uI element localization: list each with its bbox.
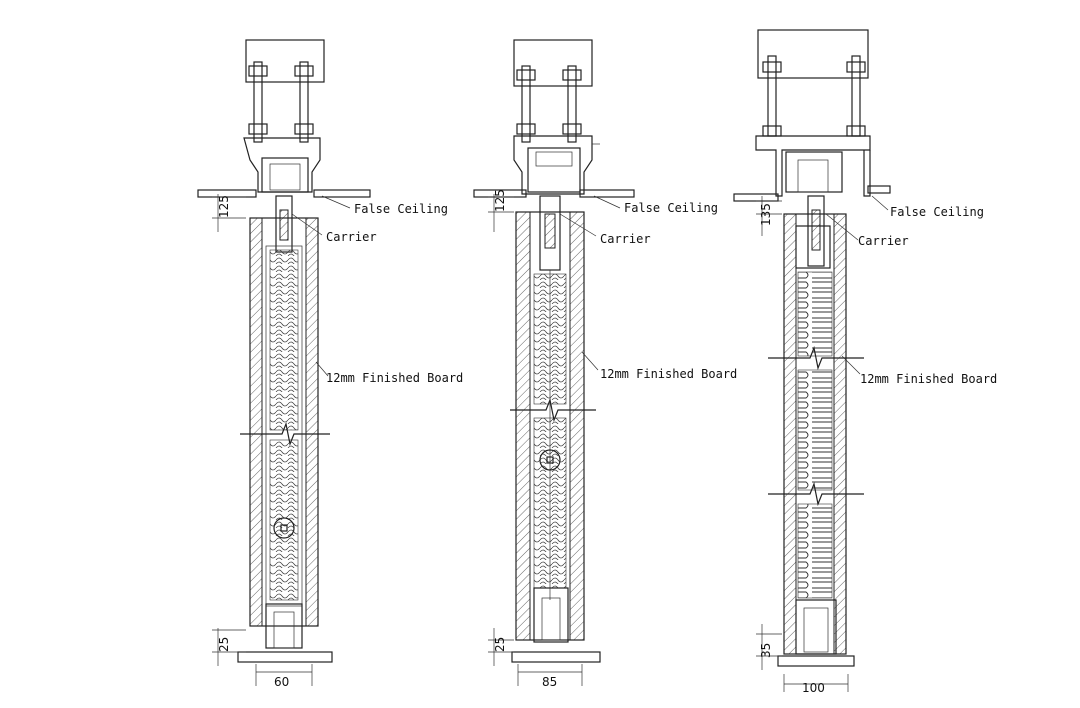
false-ceiling-label: False Ceiling bbox=[890, 205, 984, 219]
left-finished-board bbox=[515, 211, 531, 641]
right-finished-board bbox=[833, 213, 847, 655]
carrier-label: Carrier bbox=[858, 234, 909, 248]
floor-strip bbox=[511, 651, 601, 663]
panel-85: False Ceiling Carrier 12mm Finished Boar… bbox=[473, 39, 737, 689]
panel-60: False Ceiling Carrier 12mm Finished Boar… bbox=[197, 39, 463, 689]
false-ceiling-board bbox=[733, 185, 891, 202]
carrier-bolt bbox=[807, 195, 825, 267]
threaded-rods bbox=[762, 55, 866, 137]
bottom-gap-dim: 25 bbox=[493, 637, 507, 652]
mount-plate bbox=[757, 29, 869, 79]
break-line bbox=[510, 397, 596, 423]
bottom-seal bbox=[795, 599, 837, 655]
top-gap-dim: 125 bbox=[217, 195, 231, 218]
panel-100: False Ceiling Carrier 12mm Finished Boar… bbox=[733, 29, 997, 695]
lock-knob bbox=[539, 449, 561, 471]
carrier-label: Carrier bbox=[326, 230, 377, 244]
right-finished-board bbox=[569, 211, 585, 641]
false-ceiling-label: False Ceiling bbox=[624, 201, 718, 215]
bottom-gap-dim: 25 bbox=[217, 637, 231, 652]
break-line bbox=[240, 421, 330, 447]
false-ceiling-label: False Ceiling bbox=[354, 202, 448, 216]
insulation-core bbox=[269, 249, 299, 431]
track-profile bbox=[755, 135, 871, 197]
floor-strip bbox=[777, 655, 855, 667]
floor-strip bbox=[237, 651, 333, 663]
left-finished-board bbox=[249, 217, 263, 627]
top-gap-dim: 125 bbox=[493, 189, 507, 212]
threaded-rods bbox=[516, 65, 582, 143]
right-finished-board bbox=[305, 217, 319, 627]
insulation-core bbox=[797, 271, 833, 357]
width-dim: 60 bbox=[274, 675, 289, 689]
width-dim: 100 bbox=[802, 681, 825, 695]
mount-plate bbox=[513, 39, 593, 87]
finished-board-label: 12mm Finished Board bbox=[860, 372, 997, 386]
carrier-label: Carrier bbox=[600, 232, 651, 246]
finished-board-label: 12mm Finished Board bbox=[600, 367, 737, 381]
break-line-lower bbox=[768, 481, 864, 507]
mount-plate bbox=[245, 39, 325, 83]
track-profile bbox=[243, 137, 321, 193]
break-line bbox=[768, 345, 864, 371]
width-dim: 85 bbox=[542, 675, 557, 689]
top-gap-dim: 135 bbox=[759, 203, 773, 226]
bottom-gap-dim: 35 bbox=[759, 643, 773, 658]
finished-board-label: 12mm Finished Board bbox=[326, 371, 463, 385]
left-finished-board bbox=[783, 213, 797, 655]
threaded-rods bbox=[248, 61, 314, 143]
bottom-seal bbox=[533, 587, 569, 643]
lock-knob bbox=[273, 517, 295, 539]
